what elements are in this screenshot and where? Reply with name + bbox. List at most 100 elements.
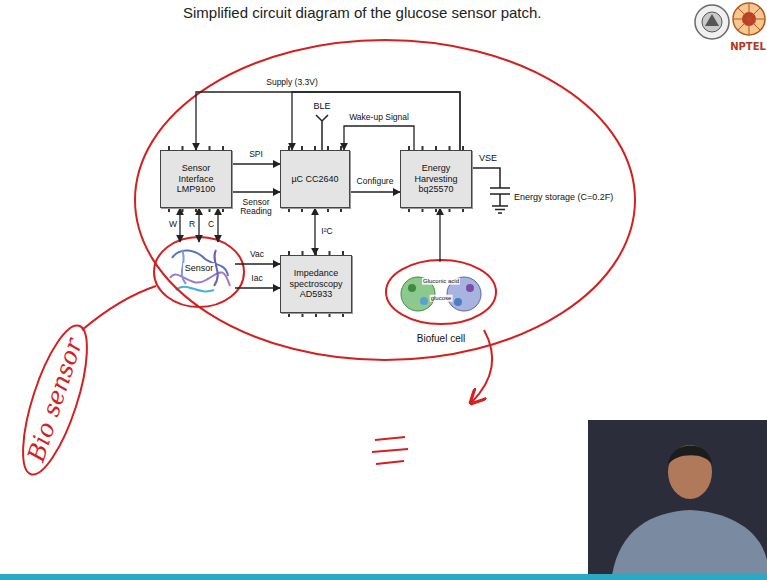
logo-mark xyxy=(705,14,719,26)
enzyme-dot xyxy=(466,284,474,292)
logo-ring xyxy=(733,3,765,35)
sensor-strand xyxy=(176,287,214,292)
signal-connector xyxy=(232,191,280,192)
node-text: Sensor xyxy=(183,263,216,273)
signal-connector xyxy=(292,92,460,150)
signal-connector xyxy=(235,287,280,288)
annotation-arrow xyxy=(472,330,492,402)
node-text: Energy Harvesting bq25570 xyxy=(406,163,466,194)
chip-pin xyxy=(195,208,197,212)
capacitor-symbol xyxy=(472,168,510,213)
connector-label: Vac xyxy=(249,250,265,259)
enzyme-dot xyxy=(420,297,428,305)
connector-label: W xyxy=(168,220,178,229)
chip-pin xyxy=(209,208,211,212)
signal-connector xyxy=(196,92,460,150)
chip-pin xyxy=(449,208,451,212)
institute-logo xyxy=(695,5,729,39)
connector-label: Wake-up Signal xyxy=(348,113,410,122)
hand-annotation xyxy=(10,40,635,481)
sensor-strand xyxy=(170,272,230,286)
annotation-ellipse xyxy=(135,40,635,360)
chip-block: Impedance spectroscopy AD5933 xyxy=(280,255,352,313)
annotation-ellipse xyxy=(154,237,244,307)
chip-pin xyxy=(340,208,342,212)
chip-pin xyxy=(342,313,344,317)
annotation-ellipse xyxy=(10,319,100,481)
antenna-symbol xyxy=(316,115,328,150)
signal-connector xyxy=(344,126,414,150)
signal-name: VSE xyxy=(478,154,498,164)
chip-pin xyxy=(302,313,304,317)
logo-core xyxy=(702,12,722,32)
part-label: Energy storage (C=0.2F) xyxy=(513,193,569,203)
wire xyxy=(472,168,500,188)
chip-pin xyxy=(301,208,303,212)
annotation-hatch xyxy=(372,437,408,464)
logo-ring xyxy=(695,5,729,39)
biofuel-picture xyxy=(401,277,481,311)
chip-pin xyxy=(222,208,224,212)
footer-bar xyxy=(0,574,767,580)
signal-connector xyxy=(179,208,180,242)
node-text: Sensor Interface LMP9100 xyxy=(166,163,226,194)
enzyme-dot xyxy=(408,284,416,292)
signal-connector xyxy=(439,208,440,262)
annotation-ellipse xyxy=(386,260,496,324)
connector-label: Sensor Reading xyxy=(233,198,279,217)
connector-label: Supply (3.3V) xyxy=(265,78,319,87)
connector-label: Configure xyxy=(356,177,395,186)
connector-label: SPI xyxy=(248,150,264,159)
sensor-picture xyxy=(170,250,230,291)
chip-pin xyxy=(168,208,170,212)
antenna-label: BLE xyxy=(312,102,331,112)
connector-label: Iac xyxy=(250,274,263,283)
chip-pin xyxy=(327,208,329,212)
connector-label: I²C xyxy=(320,227,333,236)
slide-title: Simplified circuit diagram of the glucos… xyxy=(183,4,542,21)
chip-pin xyxy=(315,313,317,317)
annotation-stroke xyxy=(82,286,156,330)
connector-label: R xyxy=(188,220,196,229)
chip-pin xyxy=(329,313,331,317)
connector-label: C xyxy=(207,220,215,229)
signal-connector xyxy=(235,263,280,264)
signal-connector xyxy=(217,208,218,242)
logo-text: NPTEL xyxy=(729,41,767,52)
chip-pin xyxy=(462,208,464,212)
node-text: Biofuel cell xyxy=(415,333,467,345)
enzyme-dot xyxy=(454,298,462,306)
presenter-body xyxy=(612,510,767,575)
nptel-logo xyxy=(733,3,765,35)
hand-annotation-text: Bio sensor xyxy=(22,334,89,466)
chip-pin xyxy=(182,208,184,212)
chip-block: µC CC2640 xyxy=(280,150,350,208)
presenter-video xyxy=(588,420,767,575)
capacitor-plates xyxy=(490,188,510,194)
chip-pin xyxy=(435,208,437,212)
signal-connector xyxy=(314,208,315,255)
chemical-label: Gluconic acid xyxy=(422,278,460,285)
video-frame xyxy=(588,420,767,575)
biofuel-cell: Biofuel cell xyxy=(398,262,484,346)
chip-block: Sensor Interface LMP9100 xyxy=(160,150,232,208)
signal-connector xyxy=(232,163,280,164)
chip-pin xyxy=(288,208,290,212)
chemical-label: glucose xyxy=(430,295,453,302)
presenter-hair xyxy=(668,445,712,465)
chip-pin xyxy=(422,208,424,212)
sensor-illustration: Sensor xyxy=(163,242,235,294)
presenter-head xyxy=(668,445,712,499)
ground-symbol xyxy=(492,194,508,213)
node-text: Impedance spectroscopy AD5933 xyxy=(286,268,346,299)
signal-connector xyxy=(198,208,199,242)
chip-pin xyxy=(408,208,410,212)
node-text: µC CC2640 xyxy=(291,174,338,184)
chip-block: Energy Harvesting bq25570 xyxy=(400,150,472,208)
chip-pin xyxy=(288,313,290,317)
